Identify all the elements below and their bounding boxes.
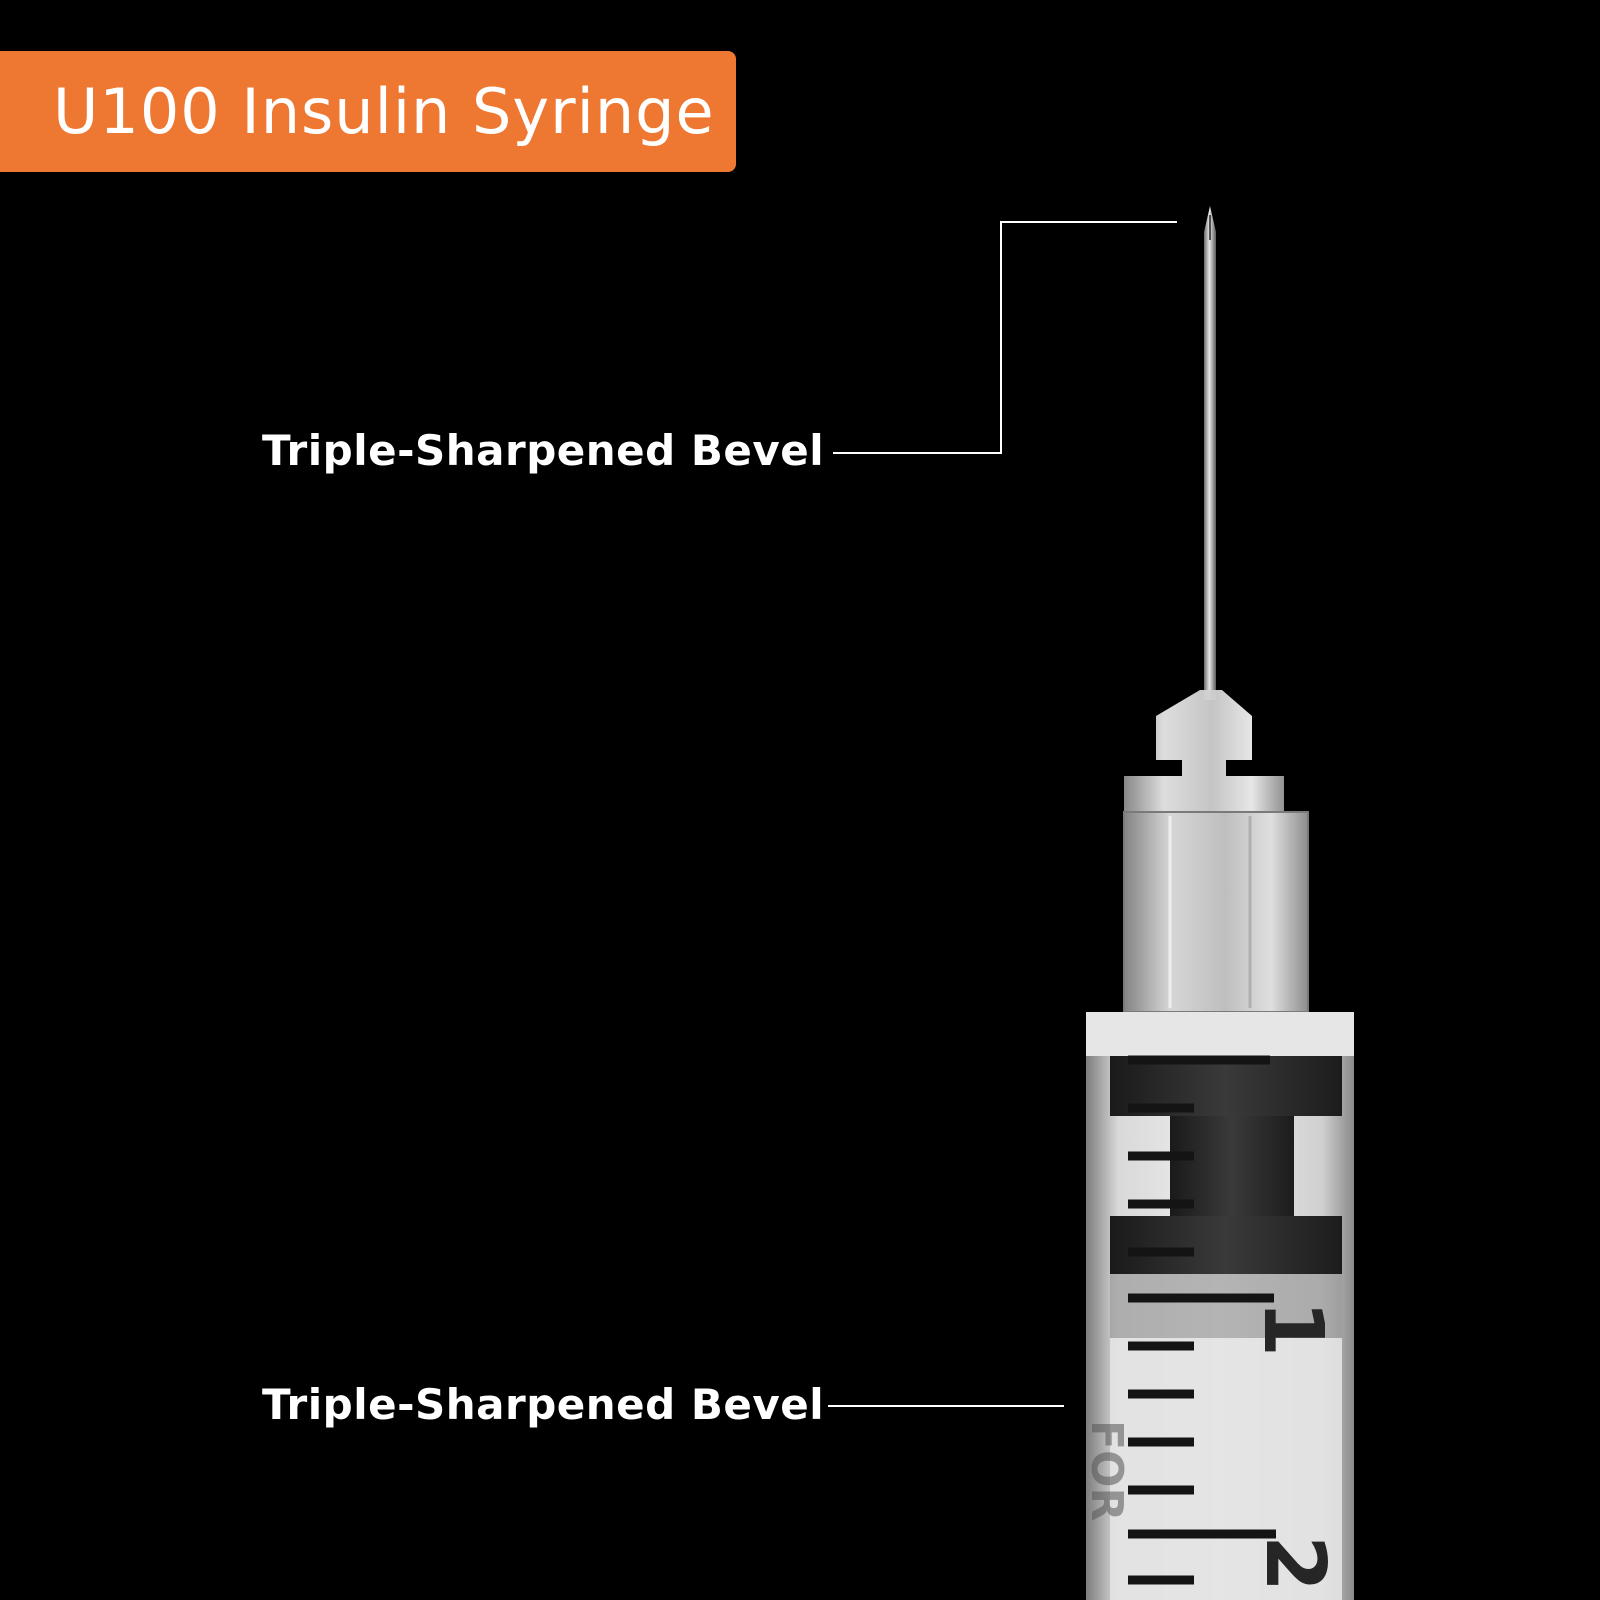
callout-label-needle: Triple-Sharpened Bevel — [262, 426, 825, 475]
needle-hub — [1123, 690, 1309, 1013]
syringe-barrel — [1086, 1012, 1354, 1600]
callout-label-barrel: Triple-Sharpened Bevel — [262, 1380, 825, 1429]
callout-line-top — [833, 221, 1177, 454]
needle — [1204, 206, 1216, 700]
graduation-marks — [1128, 1055, 1276, 1585]
barrel-number-1: 1 — [1245, 1300, 1340, 1357]
barrel-print-text: FOR — [1081, 1420, 1132, 1521]
title-banner: U100 Insulin Syringe — [0, 51, 736, 172]
barrel-number-2: 2 — [1247, 1535, 1342, 1592]
page-title: U100 Insulin Syringe — [53, 75, 715, 148]
